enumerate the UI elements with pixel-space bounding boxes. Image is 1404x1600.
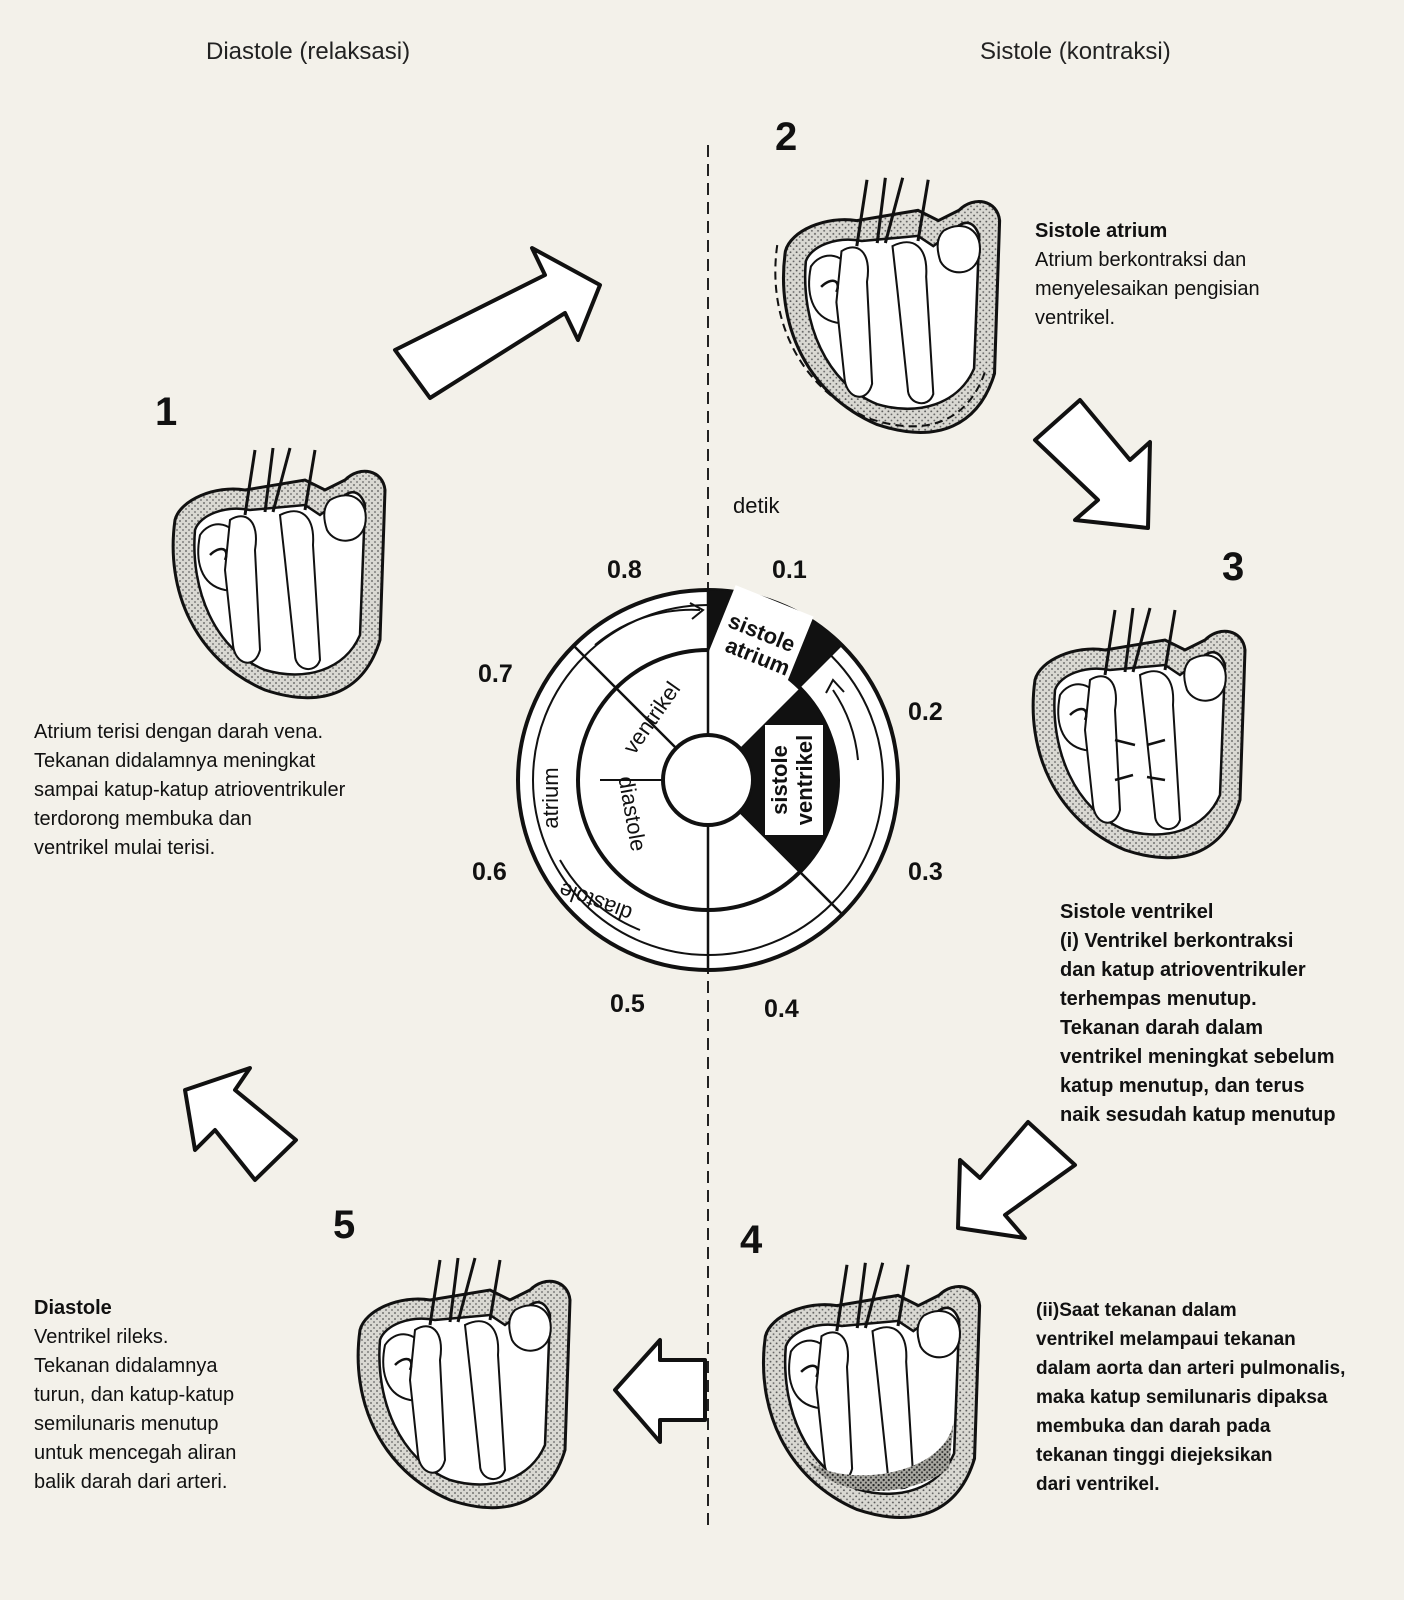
arrow-3-to-4 [956, 1120, 1077, 1240]
tick-0-3: 0.3 [908, 858, 943, 886]
stage-1-number: 1 [155, 390, 178, 434]
clock-label-atrium: atrium [538, 767, 563, 828]
clock-unit-label: detik [733, 493, 780, 518]
tick-0-4: 0.4 [764, 995, 799, 1023]
clock-label-sistole-ventrikel-1: sistole [767, 745, 792, 815]
tick-0-2: 0.2 [908, 698, 943, 726]
stage-3-number: 3 [1222, 545, 1245, 589]
diastole-header: Diastole (relaksasi) [206, 38, 411, 65]
stage-3-description: Sistole ventrikel (i) Ventrikel berkontr… [1060, 898, 1380, 1130]
stage-2-body: Atrium berkontraksi dan menyelesaikan pe… [1035, 249, 1260, 329]
arrow-4-to-5 [613, 1338, 707, 1444]
stage-1-body: Atrium terisi dengan darah vena. Tekanan… [34, 721, 346, 859]
arrow-2-to-3 [1033, 398, 1152, 530]
stage-4-description: (ii)Saat tekanan dalam ventrikel melampa… [1036, 1296, 1386, 1499]
stage-3-title: Sistole ventrikel [1060, 901, 1214, 923]
stage-5-body: Ventrikel rileks. Tekanan didalamnya tur… [34, 1326, 237, 1493]
sistole-header: Sistole (kontraksi) [980, 38, 1171, 65]
tick-0-8: 0.8 [607, 556, 642, 584]
stage-3-body: (i) Ventrikel berkontraksi dan katup atr… [1060, 930, 1336, 1126]
heart-stage-5 [356, 1256, 572, 1510]
stage-5-number: 5 [333, 1203, 356, 1247]
clock-label-sistole-ventrikel-2: ventrikel [792, 735, 817, 826]
heart-stage-4 [761, 1261, 982, 1519]
stage-2-title: Sistole atrium [1035, 220, 1168, 242]
tick-0-7: 0.7 [478, 660, 513, 688]
stage-4-body: (ii)Saat tekanan dalam ventrikel melampa… [1036, 1300, 1346, 1495]
stage-2-description: Sistole atrium Atrium berkontraksi dan m… [1035, 217, 1335, 333]
tick-0-6: 0.6 [472, 858, 507, 886]
heart-stage-3 [1031, 606, 1247, 860]
stage-1-description: Atrium terisi dengan darah vena. Tekanan… [34, 718, 434, 863]
stage-5-description: Diastole Ventrikel rileks. Tekanan didal… [34, 1294, 294, 1497]
stage-5-title: Diastole [34, 1297, 112, 1319]
arrow-5-to-1 [183, 1066, 298, 1182]
heart-stage-2 [774, 176, 1002, 434]
cardiac-cycle-clock [516, 585, 900, 972]
stage-4-number: 4 [740, 1218, 763, 1262]
tick-0-5: 0.5 [610, 990, 645, 1018]
heart-stage-1 [171, 446, 387, 700]
tick-0-1: 0.1 [772, 556, 807, 584]
stage-2-number: 2 [775, 115, 798, 159]
arrow-1-to-2 [393, 246, 602, 400]
